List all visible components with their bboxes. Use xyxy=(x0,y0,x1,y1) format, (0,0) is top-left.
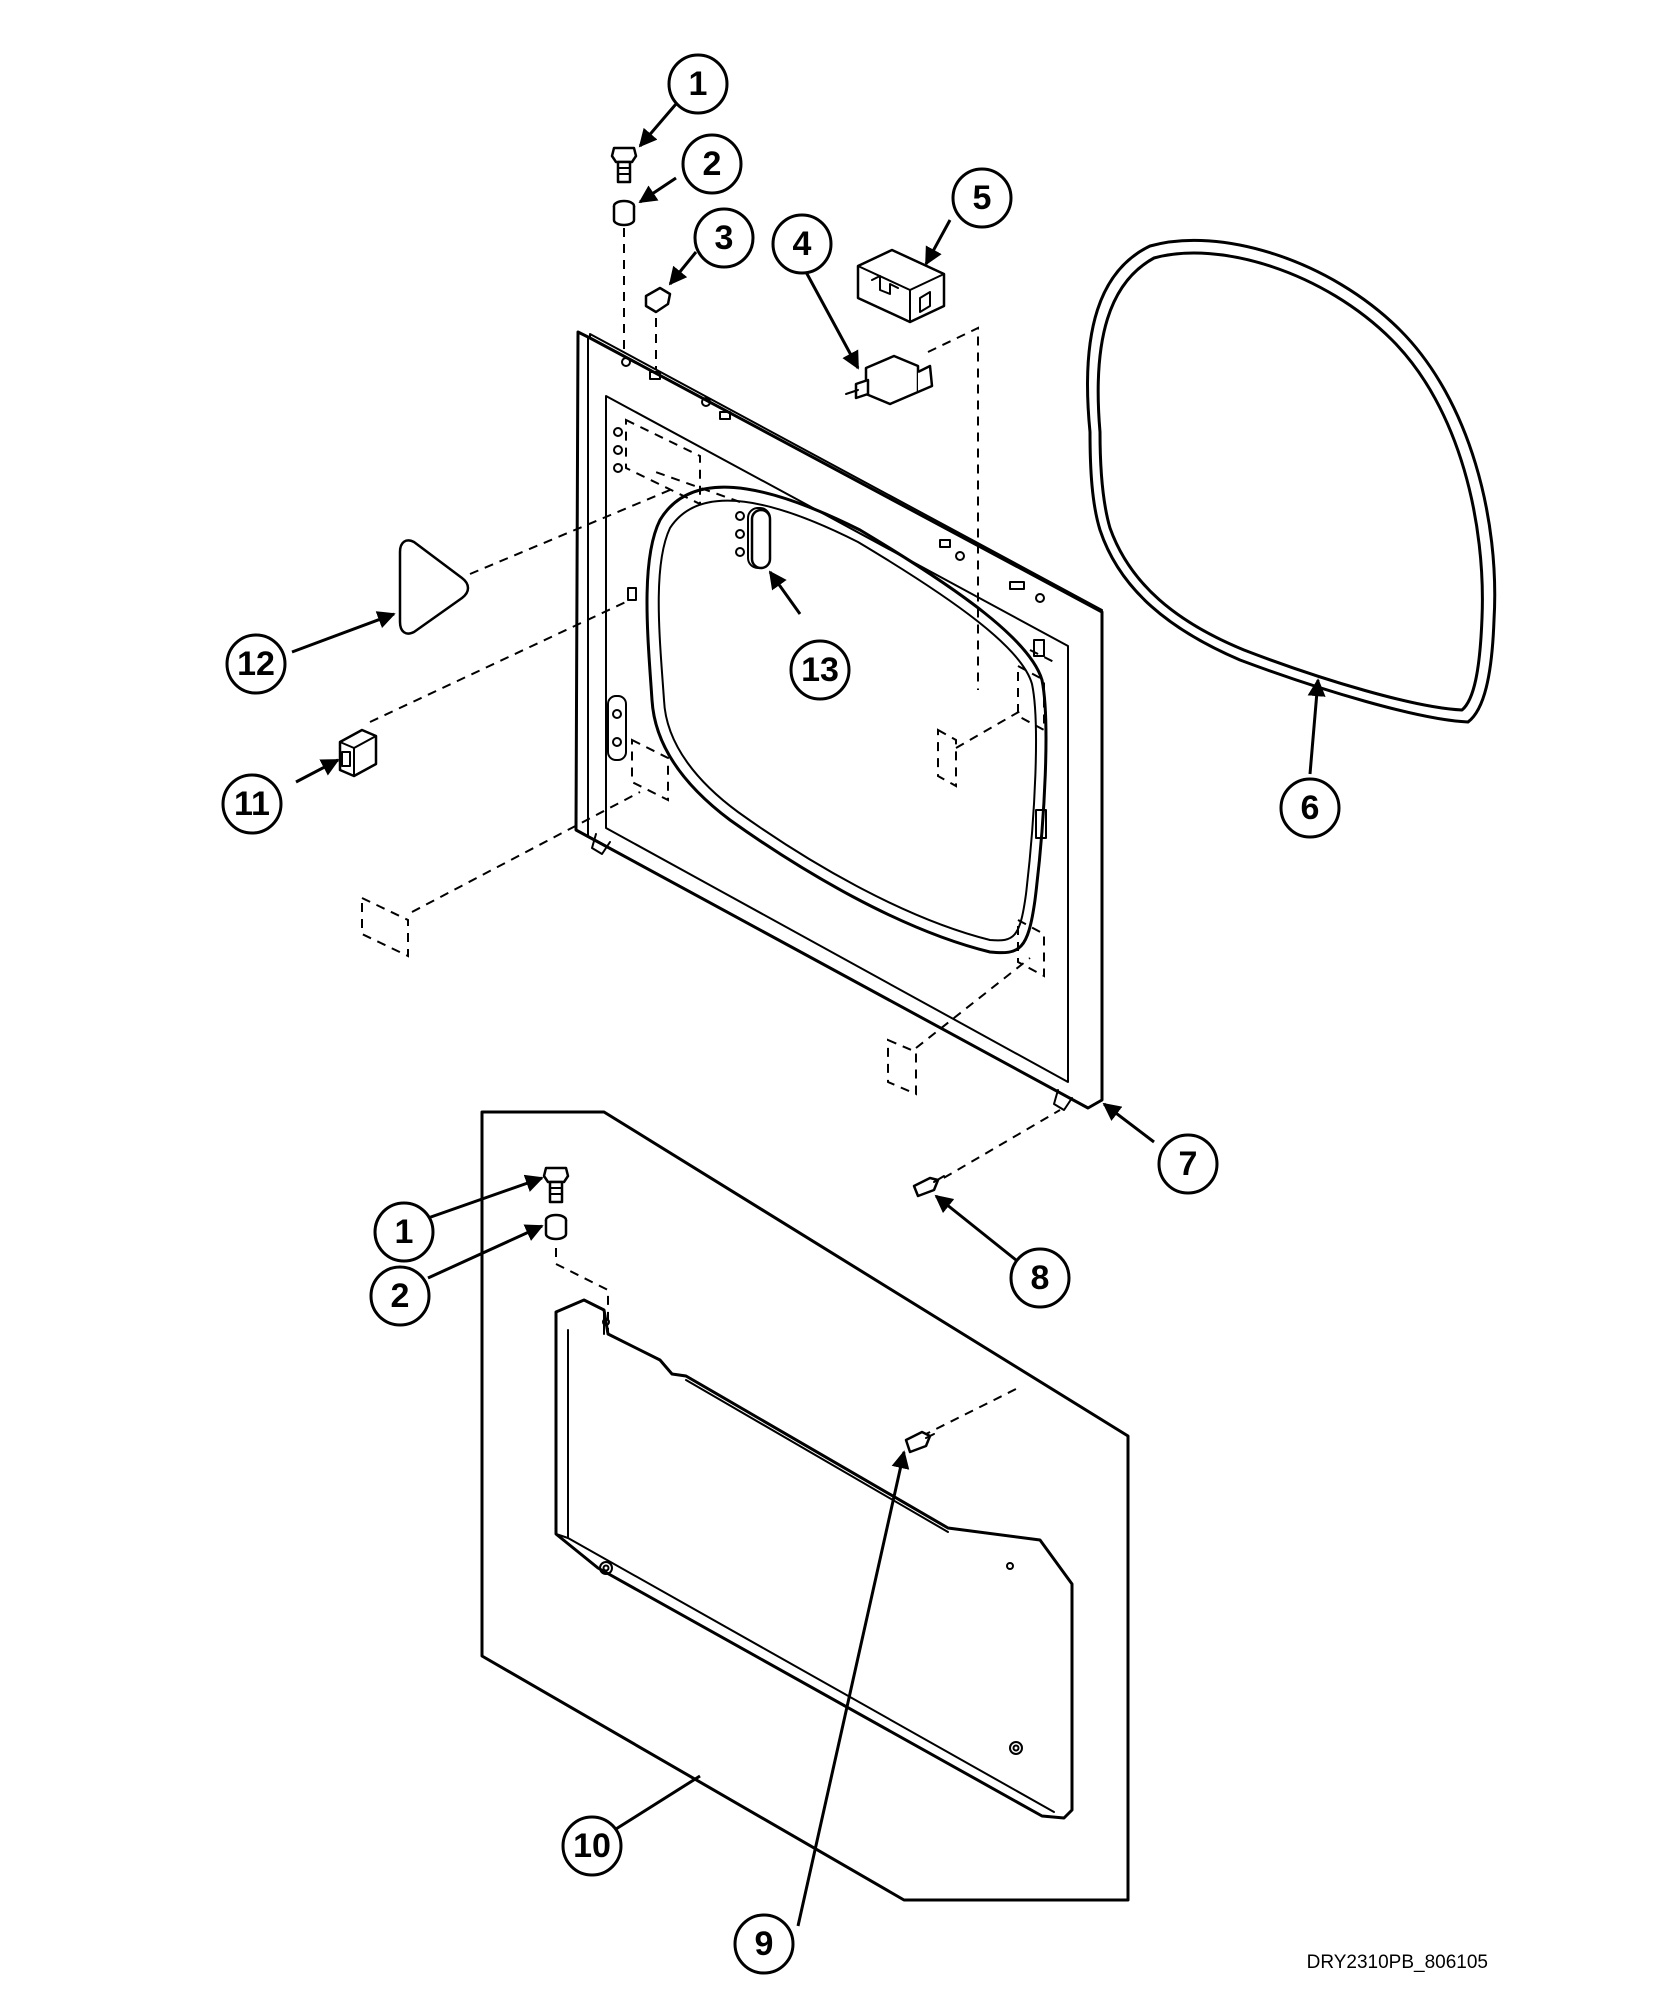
assembly-lines xyxy=(361,228,1061,1437)
diagram-code: DRY2310PB_806105 xyxy=(1307,1952,1488,1973)
leader-lines xyxy=(291,103,1326,1927)
kick-panel-part xyxy=(480,1110,1130,1902)
callout-1-lower: 1 xyxy=(373,1201,435,1263)
callout-4: 4 xyxy=(771,213,833,275)
callout-1-lower-label: 1 xyxy=(395,1213,414,1251)
callout-2-top: 2 xyxy=(681,133,743,195)
callout-7-label: 7 xyxy=(1179,1145,1198,1183)
callout-8-label: 8 xyxy=(1031,1259,1050,1297)
callout-6: 6 xyxy=(1279,777,1341,839)
switch-cover-part xyxy=(856,248,946,324)
callout-11-label: 11 xyxy=(234,785,270,823)
callout-2-lower-label: 2 xyxy=(391,1277,410,1315)
callout-1-top: 1 xyxy=(667,53,729,115)
screw-part-lower xyxy=(542,1166,570,1204)
callout-12: 12 xyxy=(225,633,287,695)
door-switch-part xyxy=(845,354,934,406)
door-gasket-part xyxy=(1086,238,1497,724)
spacer-part-top xyxy=(612,199,636,227)
callout-2-top-label: 2 xyxy=(703,145,722,183)
callout-9-label: 9 xyxy=(755,1925,774,1963)
callout-7: 7 xyxy=(1157,1133,1219,1195)
callout-10-label: 10 xyxy=(573,1827,611,1865)
callout-1-top-label: 1 xyxy=(689,65,708,103)
callout-10: 10 xyxy=(561,1815,623,1877)
callout-3: 3 xyxy=(693,207,755,269)
label-part xyxy=(398,539,470,635)
screw-part-8 xyxy=(912,1175,945,1198)
callout-13-label: 13 xyxy=(801,651,839,689)
callout-13: 13 xyxy=(789,639,851,701)
callout-11: 11 xyxy=(221,773,283,835)
latch-slot-part xyxy=(750,508,772,570)
callout-8: 8 xyxy=(1009,1247,1071,1309)
callout-4-label: 4 xyxy=(793,225,812,263)
callout-2-lower: 2 xyxy=(369,1265,431,1327)
callout-5-label: 5 xyxy=(973,179,992,217)
callout-5: 5 xyxy=(951,167,1013,229)
latch-strike-part xyxy=(338,728,378,778)
callout-12-label: 12 xyxy=(237,645,275,683)
spacer-part-lower xyxy=(544,1213,568,1241)
callout-3-label: 3 xyxy=(715,219,734,257)
screw-part-top xyxy=(610,146,638,184)
front-panel-part xyxy=(574,330,1104,1111)
screw-part-9 xyxy=(904,1430,935,1454)
callout-6-label: 6 xyxy=(1301,789,1320,827)
callout-9: 9 xyxy=(733,1913,795,1975)
clip-part xyxy=(644,286,672,314)
